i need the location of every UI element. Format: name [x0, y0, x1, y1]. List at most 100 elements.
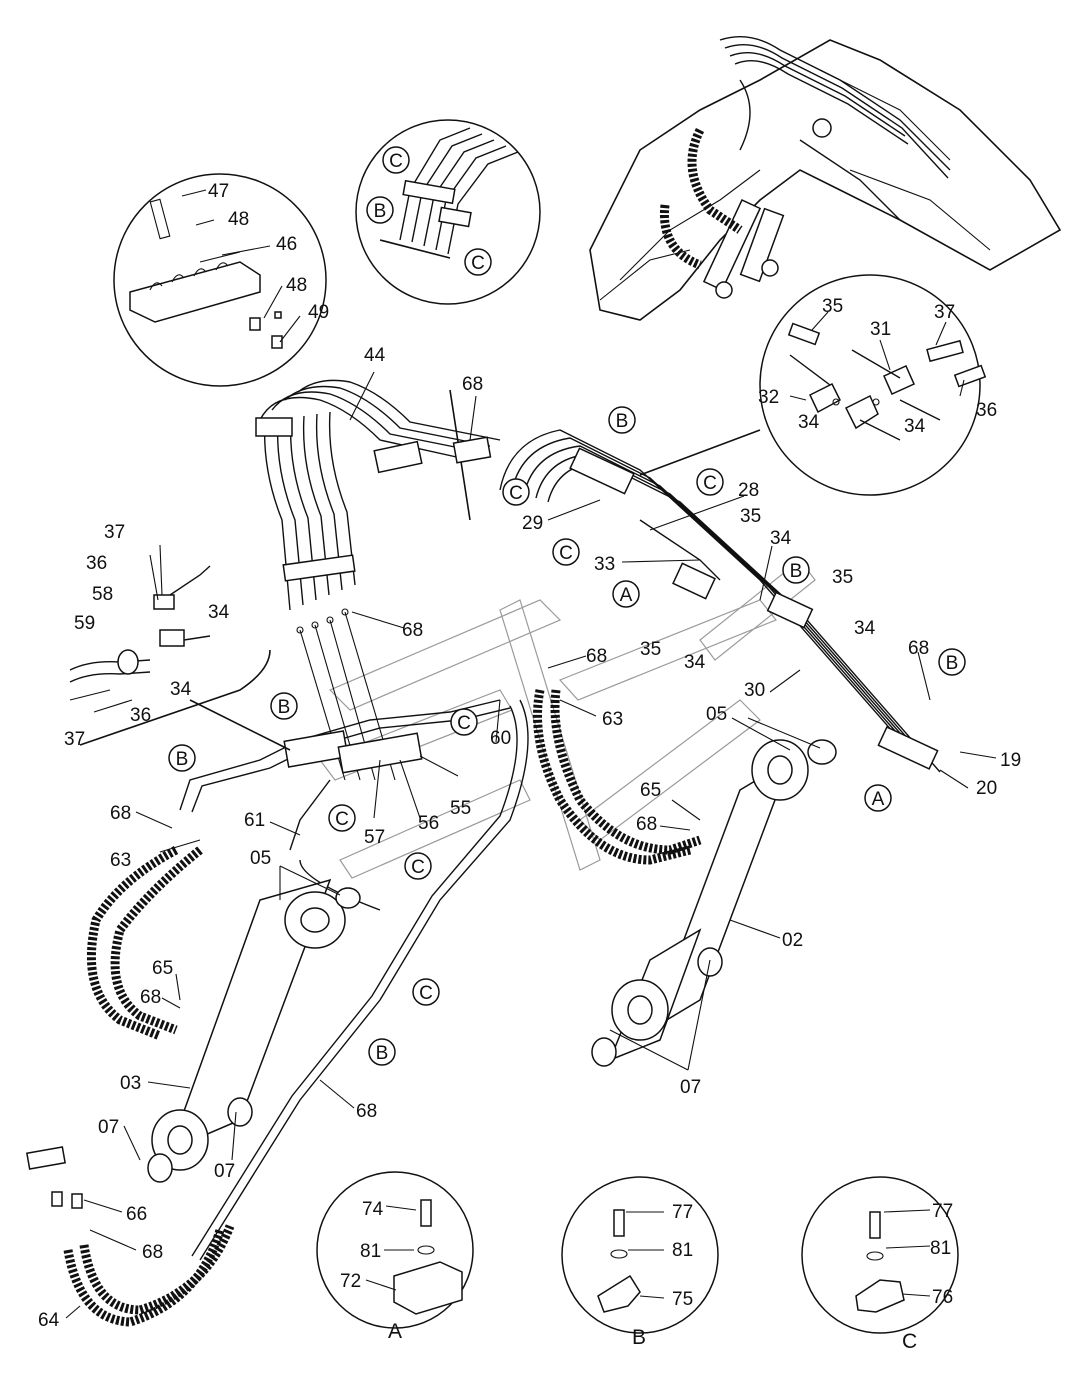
callout-marker-c5: C — [552, 538, 580, 566]
part-label-36a: 36 — [976, 400, 997, 421]
detail-circle-a — [316, 1171, 474, 1329]
callout-letter: C — [559, 543, 573, 564]
part-label-68f: 68 — [636, 814, 657, 835]
part-label-63b: 63 — [110, 850, 131, 871]
callout-marker-a2: A — [864, 784, 892, 812]
part-label-68b: 68 — [586, 646, 607, 667]
part-label-76: 76 — [932, 1287, 953, 1308]
callout-circle — [404, 852, 432, 880]
part-label-03: 03 — [120, 1073, 141, 1094]
part-label-75: 75 — [672, 1289, 693, 1310]
part-label-34a: 34 — [798, 412, 820, 433]
part-label-36b: 36 — [86, 553, 107, 574]
part-label-68h: 68 — [356, 1101, 377, 1122]
part-label-65b: 65 — [152, 958, 173, 979]
part-label-65a: 65 — [640, 780, 661, 801]
callout-circle — [168, 744, 196, 772]
boom-cylinder-right — [591, 739, 837, 1067]
part-label-68c: 68 — [908, 638, 929, 659]
part-label-37c: 37 — [64, 729, 85, 750]
callout-circle — [608, 406, 636, 434]
part-label-35d: 35 — [640, 639, 661, 660]
main-pipe-bundle — [255, 379, 941, 781]
callout-marker-c6: C — [450, 708, 478, 736]
part-label-49: 49 — [308, 302, 329, 323]
part-label-29: 29 — [522, 513, 543, 534]
detail-caption-b: B — [632, 1326, 646, 1349]
part-label-61: 61 — [244, 810, 265, 831]
callout-letter: B — [790, 561, 803, 582]
callout-circle — [502, 478, 530, 506]
part-label-34e: 34 — [854, 618, 876, 639]
callout-marker-c7: C — [328, 804, 356, 832]
detail-caption-a: A — [388, 1320, 402, 1343]
callout-letter: C — [509, 483, 523, 504]
part-label-68i: 68 — [142, 1242, 163, 1263]
part-label-48b: 48 — [286, 275, 307, 296]
part-label-33: 33 — [594, 554, 615, 575]
callout-circle — [270, 692, 298, 720]
callout-letter: C — [419, 983, 433, 1004]
part-label-34g: 34 — [170, 679, 192, 700]
part-label-77b: 77 — [932, 1201, 953, 1222]
part-label-44: 44 — [364, 345, 386, 366]
part-label-77a: 77 — [672, 1202, 693, 1223]
part-label-05a: 05 — [706, 704, 727, 725]
callout-circle — [864, 784, 892, 812]
part-label-74: 74 — [362, 1199, 384, 1220]
boom-cylinder-left — [147, 878, 361, 1183]
callout-circle — [368, 1038, 396, 1066]
callout-marker-c2: C — [464, 248, 492, 276]
part-label-35a: 35 — [822, 296, 843, 317]
part-label-72: 72 — [340, 1271, 361, 1292]
callout-circle — [366, 196, 394, 224]
callout-letter: C — [457, 713, 471, 734]
callout-circle — [412, 978, 440, 1006]
callout-letter: C — [411, 857, 425, 878]
callout-circle — [552, 538, 580, 566]
callout-circle — [612, 580, 640, 608]
part-label-64: 64 — [38, 1310, 60, 1331]
callout-circle — [450, 708, 478, 736]
part-label-19: 19 — [1000, 750, 1021, 771]
part-label-81a: 81 — [360, 1241, 381, 1262]
callout-marker-c4: C — [696, 468, 724, 496]
part-label-60: 60 — [490, 728, 511, 749]
part-label-68e: 68 — [110, 803, 131, 824]
part-label-46: 46 — [276, 234, 297, 255]
part-label-59: 59 — [74, 613, 95, 634]
excavator-boom-illustration — [589, 35, 1062, 321]
part-label-02: 02 — [782, 930, 803, 951]
detail-circle-right-clamp — [639, 274, 987, 496]
callout-letter: C — [389, 151, 403, 172]
part-label-07a: 07 — [98, 1117, 119, 1138]
callout-letter: B — [946, 653, 959, 674]
part-label-35b: 35 — [740, 506, 761, 527]
callout-marker-b4: B — [938, 648, 966, 676]
part-label-55: 55 — [450, 798, 471, 819]
part-label-20: 20 — [976, 778, 997, 799]
callout-letter: A — [620, 585, 633, 606]
callout-letter: C — [335, 809, 349, 830]
part-label-68a: 68 — [462, 374, 483, 395]
callout-marker-b2: B — [608, 406, 636, 434]
callout-circle — [382, 146, 410, 174]
part-label-07b: 07 — [214, 1161, 235, 1182]
callout-letter: C — [471, 253, 485, 274]
part-label-47: 47 — [208, 181, 229, 202]
callout-circle — [464, 248, 492, 276]
part-label-34d: 34 — [684, 652, 706, 673]
leader-lines — [65, 371, 997, 1319]
callout-marker-c9: C — [412, 978, 440, 1006]
part-label-34c: 34 — [770, 528, 792, 549]
detail-circle-clamp — [113, 173, 327, 387]
part-label-58: 58 — [92, 584, 113, 605]
part-label-81b: 81 — [672, 1240, 693, 1261]
part-label-07c: 07 — [680, 1077, 701, 1098]
callout-marker-a1: A — [612, 580, 640, 608]
part-label-34f: 34 — [208, 602, 230, 623]
callout-marker-b3: B — [782, 556, 810, 584]
part-label-35c: 35 — [832, 567, 853, 588]
